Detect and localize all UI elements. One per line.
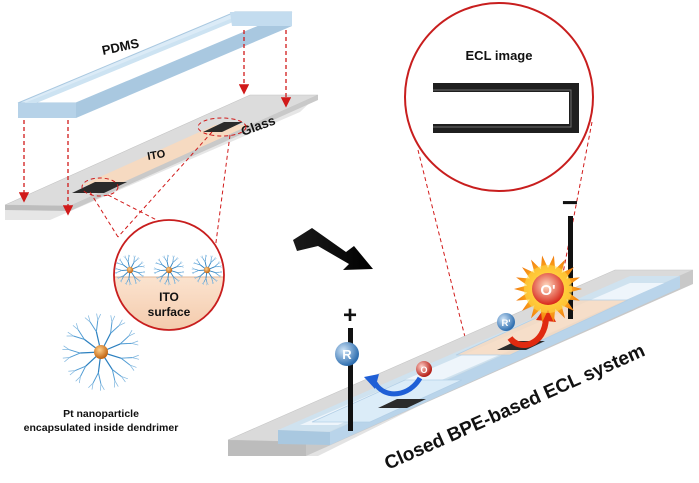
reduced-radical-sphere — [497, 313, 515, 331]
pt-dendrimer — [62, 313, 140, 391]
electrode-right — [203, 122, 243, 132]
assembly-guides — [18, 30, 292, 216]
dendrimer-2 — [153, 254, 185, 286]
driving-electrodes — [348, 216, 573, 431]
oxidized-species-label: O — [420, 365, 427, 375]
pdms-frame — [17, 11, 293, 118]
dendrimer-1 — [114, 254, 146, 286]
cathode-minus: − — [562, 187, 578, 218]
ito-surface-label-line1: ITO — [159, 290, 179, 304]
pt-dendrimer-illustration — [62, 313, 140, 391]
ito-surface-label-line2: surface — [148, 305, 191, 319]
ecl-image-label: ECL image — [466, 48, 533, 63]
pt-caption-line1: Pt nanoparticle — [63, 408, 139, 420]
reduced-radical-label: R' — [501, 318, 510, 329]
dendrimer-3 — [191, 254, 223, 286]
electrode-left — [72, 182, 127, 193]
ito-surface-zoom — [113, 219, 225, 331]
surface-dendrimers — [114, 254, 223, 286]
assembled-device — [227, 269, 694, 456]
ecl-image-zoom — [404, 2, 594, 192]
oxidized-species-sphere — [416, 361, 432, 377]
anode-plus: + — [343, 302, 357, 329]
oxidized-radical-label: O' — [540, 282, 555, 299]
process-arrow — [293, 228, 373, 270]
oxidation-arrow — [507, 317, 549, 349]
reduced-species-sphere — [335, 342, 359, 366]
ito-label: ITO — [146, 148, 166, 163]
pt-caption-line2: encapsulated inside dendrimer — [24, 422, 179, 434]
reduction-arrow — [372, 376, 423, 397]
ito-strip — [82, 125, 250, 185]
oxidized-radical-sphere — [532, 273, 564, 305]
reduced-species-label: R — [342, 347, 352, 362]
